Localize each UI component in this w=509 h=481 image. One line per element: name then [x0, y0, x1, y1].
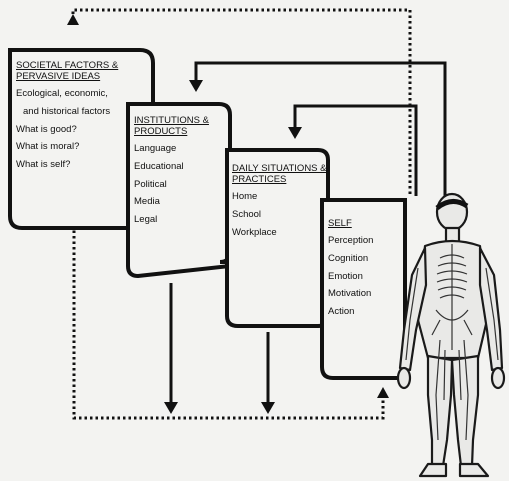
self-item-3: Emotion: [328, 270, 363, 282]
dotted-feedback-loop-arrow-bottom: [377, 387, 389, 398]
self-item-4: Motivation: [328, 288, 372, 300]
daily-item-2: School: [232, 208, 262, 220]
daily-title: DAILY SITUATIONS & PRACTICES: [232, 163, 327, 185]
dotted-feedback-loop-arrow-top: [67, 14, 79, 25]
down-arrowhead-institutions: [164, 402, 178, 414]
societal-item-3: What is good?: [16, 123, 77, 135]
self-item-2: Cognition: [328, 252, 369, 264]
institutions-item-4: Media: [134, 196, 160, 208]
dotted-feedback-loop-top: [71, 8, 412, 195]
self-item-1: Perception: [328, 235, 374, 246]
societal-item-1: Ecological, economic,: [16, 88, 108, 99]
societal-item-2: and historical factors: [23, 105, 111, 117]
feedback-arrowhead-daily: [288, 127, 302, 139]
self-item-5: Action: [328, 306, 355, 318]
card-daily-text: DAILY SITUATIONS & PRACTICES Home School…: [232, 163, 328, 241]
feedback-arrow-to-daily: [293, 104, 418, 196]
self-title: SELF: [328, 218, 352, 229]
card-societal-text: SOCIETAL FACTORS & PERVASIVE IDEAS Ecolo…: [16, 60, 152, 174]
societal-item-5: What is self?: [16, 159, 71, 171]
dotted-feedback-loop-bottom: [72, 225, 385, 420]
feedback-arrowhead-institutions: [189, 80, 203, 92]
institutions-title: INSTITUTIONS & PRODUCTS: [134, 115, 209, 137]
card-institutions-text: INSTITUTIONS & PRODUCTS Language Educati…: [134, 115, 229, 229]
down-arrowhead-daily: [261, 402, 275, 414]
institutions-item-5: Legal: [134, 214, 158, 226]
human-figure-icon: [396, 192, 506, 478]
institutions-item-3: Political: [134, 178, 167, 190]
societal-title: SOCIETAL FACTORS & PERVASIVE IDEAS: [16, 60, 119, 82]
societal-item-4: What is moral?: [16, 141, 80, 153]
feedback-arrow-to-institutions: [194, 61, 447, 205]
institutions-item-1: Language: [134, 143, 177, 154]
card-self-text: SELF Perception Cognition Emotion Motiva…: [328, 218, 404, 321]
institutions-item-2: Educational: [134, 160, 184, 172]
daily-item-1: Home: [232, 191, 258, 202]
daily-item-3: Workplace: [232, 226, 277, 238]
